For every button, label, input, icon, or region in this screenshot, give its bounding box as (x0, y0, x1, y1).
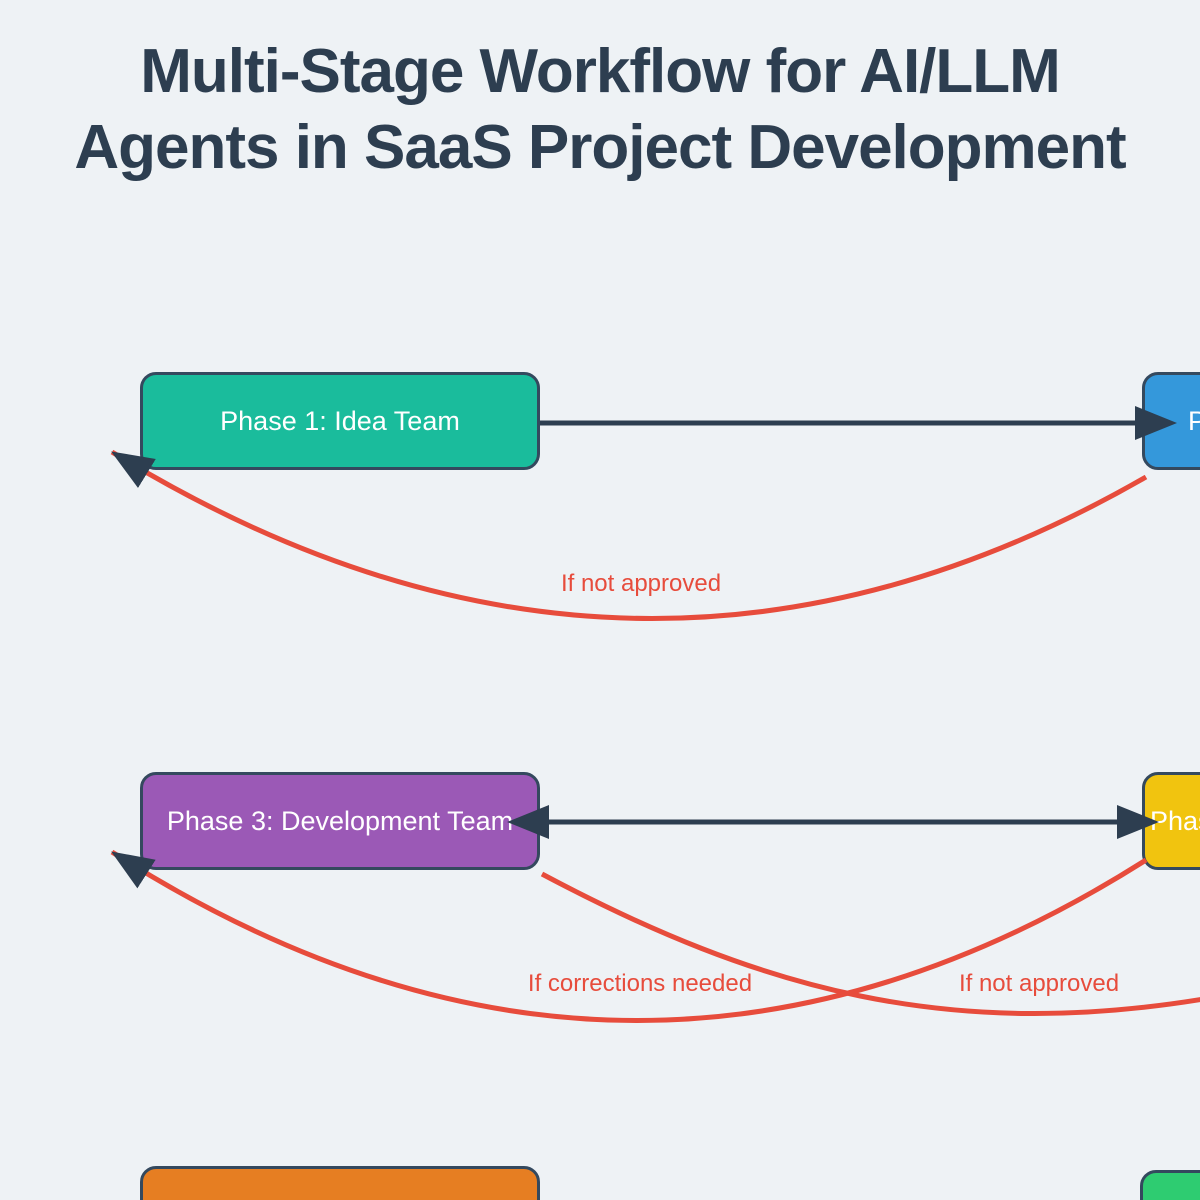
node-phase5-clipped (140, 1166, 540, 1200)
node-phase3-development-team: Phase 3: Development Team (140, 772, 540, 870)
node-phase3-label: Phase 3: Development Team (166, 805, 514, 836)
node-phase2-label-fragment: P (1188, 406, 1200, 437)
node-phase4-label-fragment: Phas (1150, 805, 1200, 836)
diagram-title: Multi-Stage Workflow for AI/LLM Agents i… (0, 34, 1200, 186)
node-phase2-clipped: P (1142, 372, 1200, 470)
node-phase4-clipped: Phas (1142, 772, 1200, 870)
diagram-title-line2: Agents in SaaS Project Development (74, 113, 1126, 182)
node-phase1-label: Phase 1: Idea Team (220, 405, 460, 436)
edge-label-if-not-approved-top: If not approved (560, 570, 722, 597)
edge-label-if-corrections-needed: If corrections needed (527, 970, 753, 997)
edge-label-if-not-approved-bottom: If not approved (958, 970, 1120, 997)
node-phase6-clipped (1140, 1170, 1200, 1200)
diagram-title-line1: Multi-Stage Workflow for AI/LLM (140, 37, 1061, 106)
node-phase1-idea-team: Phase 1: Idea Team (140, 372, 540, 470)
